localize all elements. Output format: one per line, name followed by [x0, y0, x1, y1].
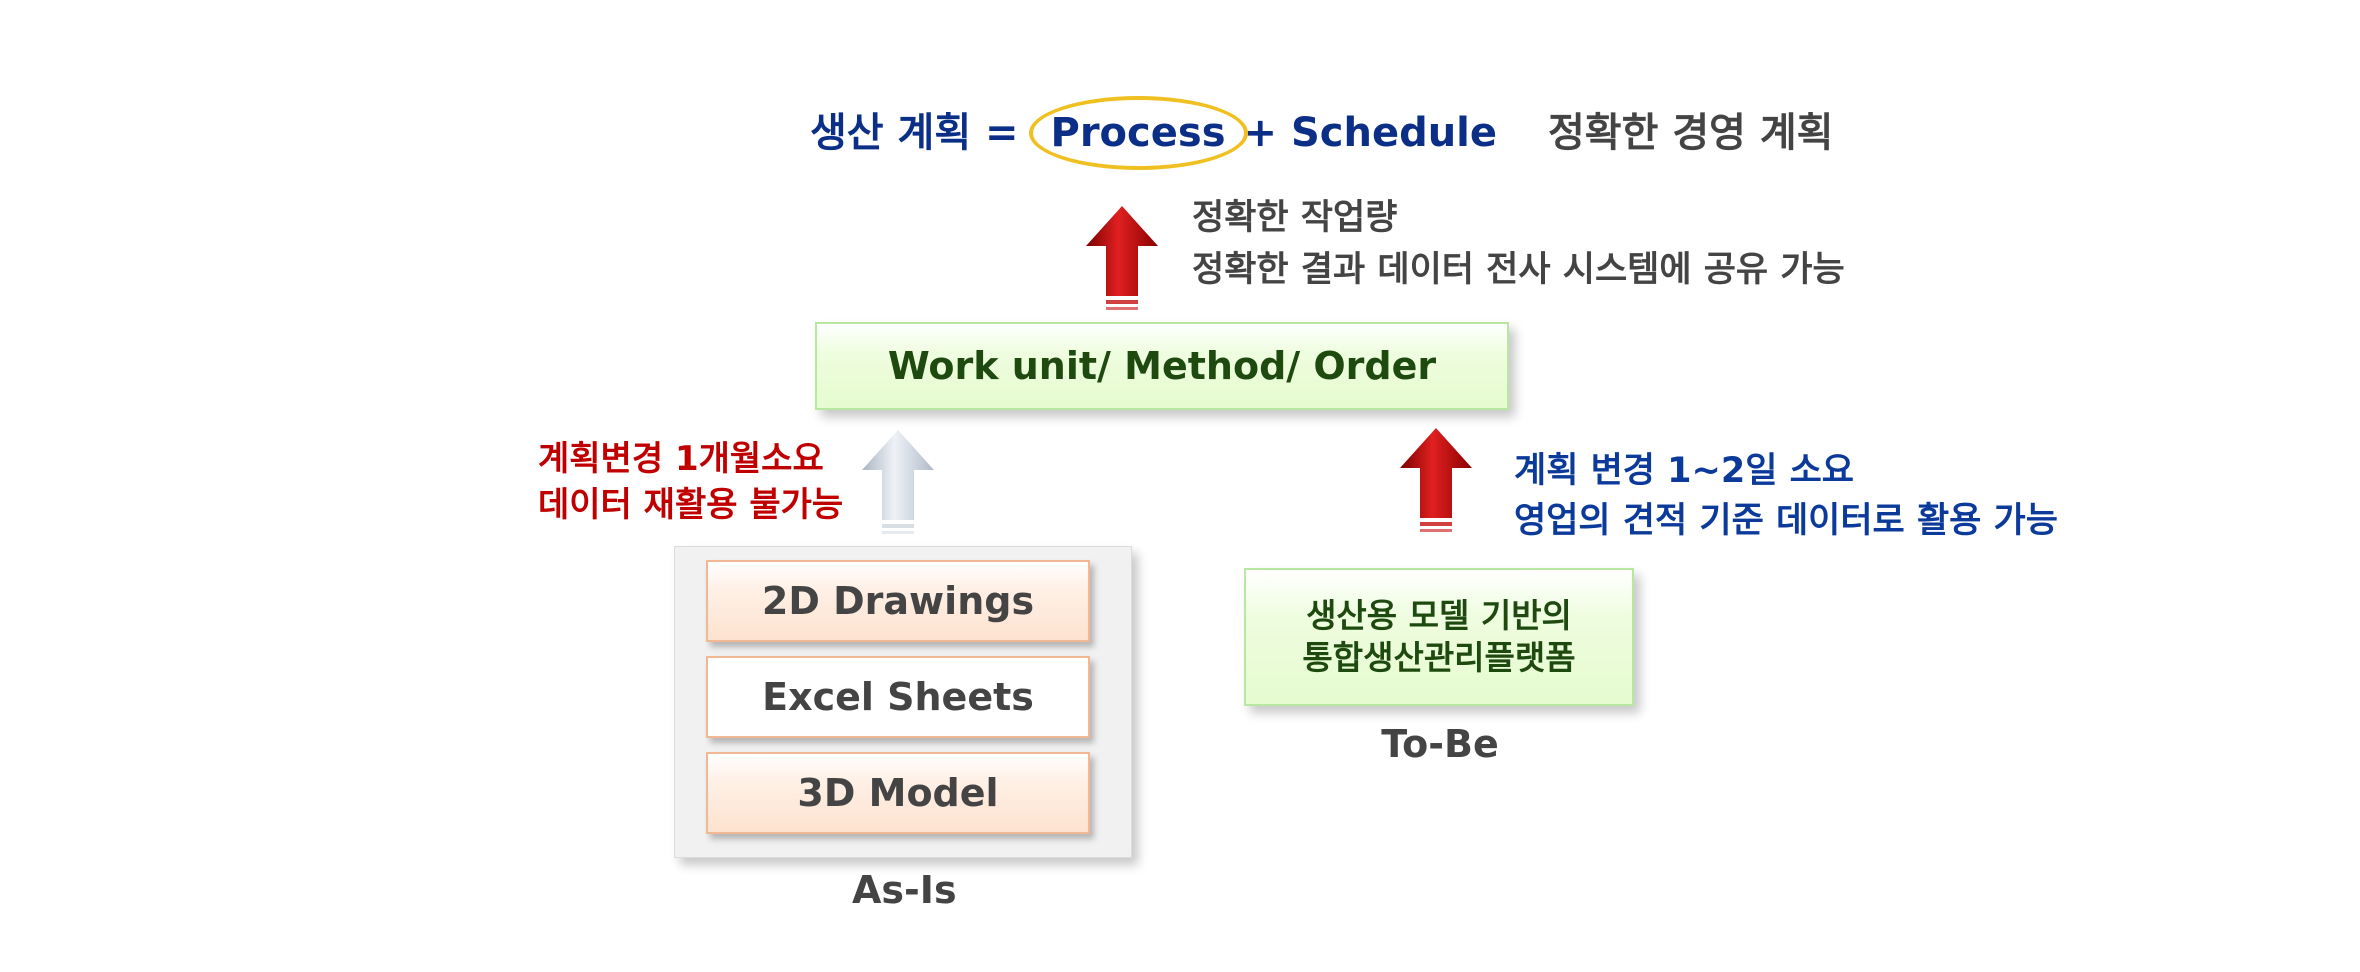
tobe-note-line2: 영업의 견적 기준 데이터로 활용 가능 — [1514, 501, 2058, 541]
process-highlight: Process — [1028, 96, 1248, 170]
asis-item-excel-sheets: Excel Sheets — [706, 656, 1090, 738]
goal-text: 정확한 경영 계획 — [1548, 110, 1834, 156]
asis-note-line2: 데이터 재활용 불가능 — [538, 485, 844, 525]
work-unit-box: Work unit/ Method/ Order — [815, 322, 1509, 410]
production-plan-formula: 생산 계획 = Process + Schedule — [810, 96, 1498, 170]
asis-note-line1: 계획변경 1개월소요 — [538, 439, 824, 479]
tobe-label: To-Be — [1381, 722, 1499, 766]
formula-prefix: 생산 계획 = — [810, 110, 1019, 156]
tobe-box-line1: 생산용 모델 기반의 — [1306, 596, 1572, 635]
asis-item-2d-drawings: 2D Drawings — [706, 560, 1090, 642]
top-note-line1: 정확한 작업량 — [1192, 198, 1398, 238]
asis-item-3d-model: 3D Model — [706, 752, 1090, 834]
tobe-note: 계획 변경 1~2일 소요 영업의 견적 기준 데이터로 활용 가능 — [1514, 446, 2058, 546]
asis-up-arrow-icon — [862, 430, 934, 534]
tobe-box-line2: 통합생산관리플랫폼 — [1302, 638, 1576, 677]
asis-note: 계획변경 1개월소요 데이터 재활용 불가능 — [538, 436, 843, 528]
top-note-line2: 정확한 결과 데이터 전사 시스템에 공유 가능 — [1192, 250, 1845, 290]
tobe-note-line1: 계획 변경 1~2일 소요 — [1514, 451, 1854, 491]
top-note: 정확한 작업량 정확한 결과 데이터 전사 시스템에 공유 가능 — [1192, 192, 1845, 296]
formula-suffix: + Schedule — [1243, 110, 1498, 156]
formula-process: Process — [1050, 110, 1226, 156]
asis-label: As-Is — [852, 868, 957, 912]
tobe-platform-box: 생산용 모델 기반의 통합생산관리플랫폼 — [1244, 568, 1634, 706]
tobe-up-arrow-icon — [1400, 428, 1472, 532]
top-up-arrow-icon — [1086, 206, 1158, 310]
